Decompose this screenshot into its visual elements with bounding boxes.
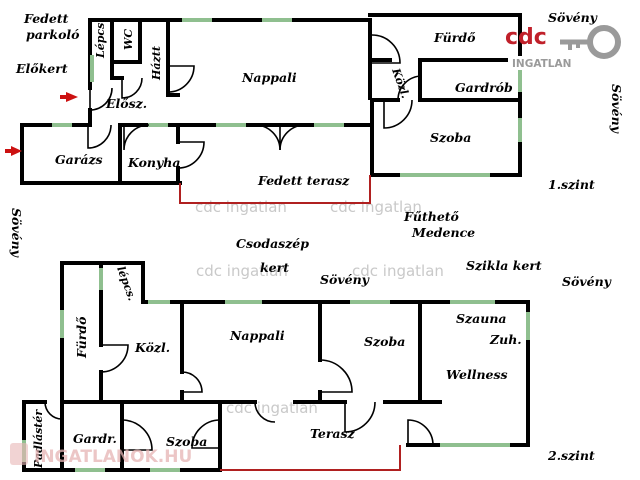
entry-arrow-icon [66, 92, 78, 102]
door [181, 371, 203, 393]
garden-label: Csodaszép [236, 236, 309, 251]
room-label-wc: WC [122, 29, 135, 50]
room-label-wardrobe: Gardr. [73, 431, 117, 446]
covered-parking-label: parkoló [26, 27, 80, 42]
hedge-label: Sövény [548, 10, 598, 25]
footer-brand: INGATLANOK.HU [10, 443, 192, 467]
entry-arrow-icon [5, 149, 13, 153]
room-label-terrace: Terasz [310, 426, 356, 441]
logo-sub-text: INGATLAN [512, 58, 571, 70]
level-label: 1.szint [548, 177, 595, 192]
door [167, 65, 195, 93]
door [397, 75, 423, 101]
room-label-hall: Elősz. [105, 96, 147, 111]
door [254, 124, 281, 151]
terrace-outline [179, 175, 371, 204]
hedge-label: Sövény [562, 274, 612, 289]
room-label-bedroom: Szoba [430, 130, 471, 145]
room-label-wellness: Wellness [446, 367, 508, 382]
door [87, 124, 112, 149]
room-label-kitchen: Konyha [127, 155, 180, 170]
door [371, 34, 401, 64]
door [344, 401, 376, 433]
door [319, 359, 353, 393]
room-label-attic: Padlástér [32, 409, 45, 469]
room-label-shower: Zuh. [489, 332, 522, 347]
front-garden-label: Előkert [15, 61, 68, 76]
entry-arrow-icon [11, 146, 22, 156]
door [254, 401, 276, 423]
door [279, 124, 306, 151]
room-label-bedroom: Szoba [364, 334, 405, 349]
room-label-covered-terrace: Fedett terasz [257, 173, 350, 188]
rock-garden-label: Szikla kert [466, 258, 542, 273]
door [44, 401, 63, 420]
room-label-utility: Háztt [150, 46, 163, 81]
logo-text: cdc [505, 25, 547, 50]
floor-1-windows [52, 18, 522, 177]
door [407, 419, 434, 446]
logo-sub-bg [508, 56, 578, 70]
room-label-bedroom-2: Szoba [166, 434, 207, 449]
hedge-label: Sövény [609, 84, 624, 134]
room-label-wardrobe: Gardrób [455, 80, 513, 95]
door [191, 419, 221, 449]
entry-arrow-icon [60, 95, 68, 99]
brand-logo: cdc INGATLAN [505, 25, 621, 70]
room-label-bathroom: Fürdő [74, 316, 89, 359]
floor-2-labels: lépcs. Fürdő Közl. Nappali Szoba Szauna … [32, 265, 595, 469]
footer-text: INGATLANOK.HU [34, 447, 192, 467]
door [121, 77, 143, 99]
room-label-corridor: Közl. [134, 340, 170, 355]
room-label-stairs: lépcs. [114, 265, 138, 303]
door [121, 419, 153, 451]
room-label-garage: Garázs [55, 152, 103, 167]
hedge-label: Sövény [9, 208, 24, 258]
hedge-label: Sövény [320, 272, 370, 287]
wall [20, 108, 182, 185]
level-label: 2.szint [547, 448, 595, 463]
door [177, 141, 205, 169]
entry-arrows [5, 92, 78, 156]
room-label-living: Nappali [229, 328, 285, 343]
heated-pool-label: Medence [411, 225, 475, 240]
key-ring [587, 25, 621, 59]
door [100, 344, 129, 373]
heated-pool-label: Fűthető [403, 209, 460, 224]
wall [368, 13, 522, 177]
watermark: cdc ingatlan [196, 262, 288, 280]
door [89, 87, 113, 111]
room-label-bathroom: Fürdő [433, 30, 476, 45]
terrace-outline [220, 445, 401, 471]
outdoor-labels: Fedett parkoló Előkert Sövény Sövény Söv… [9, 10, 624, 289]
footer-logo-icon [10, 443, 28, 465]
floor-2-doors [44, 344, 434, 451]
watermark: cdc ingatlan [352, 262, 444, 280]
room-label-sauna: Szauna [456, 311, 507, 326]
door [383, 99, 413, 129]
room-label-living: Nappali [241, 70, 297, 85]
garden-label: kert [260, 260, 289, 275]
floor-1-doors [87, 34, 423, 169]
covered-parking-label: Fedett [23, 11, 69, 26]
door [123, 124, 150, 151]
room-label-corridor: Közl. [389, 66, 412, 101]
watermark: cdc ingatlan [195, 198, 287, 216]
floor-2-windows [22, 268, 530, 472]
room-label-stairs: Lépcs [94, 23, 107, 59]
